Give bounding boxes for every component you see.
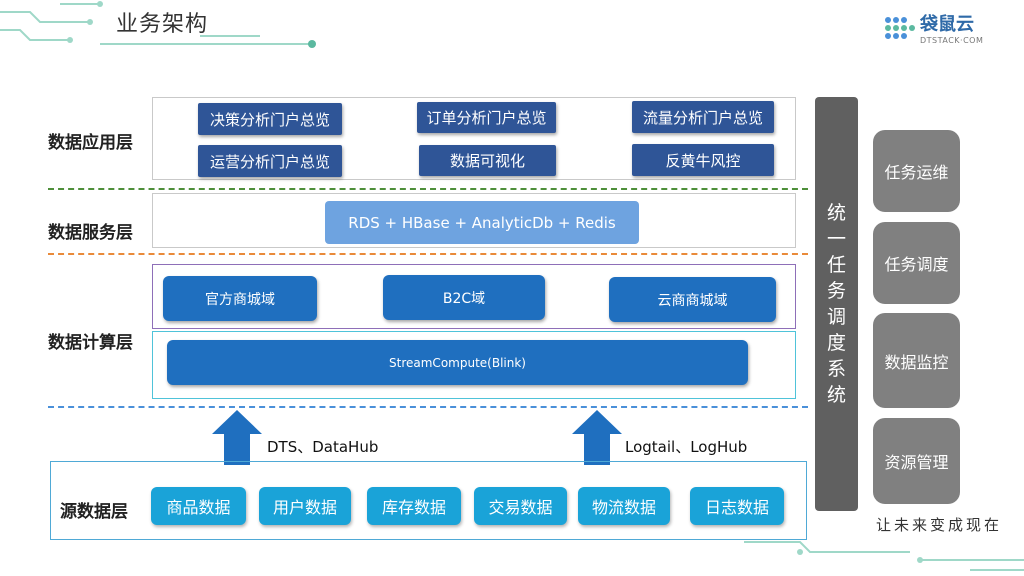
source-item-logistics[interactable]: 物流数据 bbox=[578, 487, 670, 525]
layer-label-service: 数据服务层 bbox=[48, 223, 133, 243]
header-decoration bbox=[0, 1, 316, 48]
compute-item-b2c[interactable]: B2C域 bbox=[383, 275, 545, 320]
app-item-order[interactable]: 订单分析门户总览 bbox=[417, 102, 556, 133]
slogan-text: 让未来变成现在 bbox=[876, 516, 1003, 534]
source-item-product[interactable]: 商品数据 bbox=[151, 487, 246, 525]
arrow-label-right: Logtail、LogHub bbox=[625, 438, 748, 456]
service-item-storage[interactable]: RDS + HBase + AnalyticDb + Redis bbox=[325, 201, 639, 244]
divider-app-service bbox=[48, 188, 808, 190]
app-item-operation[interactable]: 运营分析门户总览 bbox=[198, 145, 342, 177]
app-item-traffic[interactable]: 流量分析门户总览 bbox=[632, 101, 774, 133]
app-item-anti-scalper[interactable]: 反黄牛风控 bbox=[632, 144, 774, 176]
unified-scheduler-bar[interactable]: 统一任务调度系统 bbox=[815, 97, 858, 511]
source-item-inventory[interactable]: 库存数据 bbox=[367, 487, 461, 525]
arrow-label-left: DTS、DataHub bbox=[267, 438, 379, 456]
up-arrow-left-icon bbox=[212, 410, 262, 465]
stream-compute-frame bbox=[152, 331, 796, 399]
divider-compute-source bbox=[48, 406, 808, 408]
page-title: 业务架构 bbox=[116, 12, 209, 37]
source-item-logs[interactable]: 日志数据 bbox=[690, 487, 784, 525]
compute-domain-frame bbox=[152, 264, 796, 329]
source-layer-frame bbox=[50, 461, 807, 540]
scheduler-label: 统一任务调度系统 bbox=[826, 202, 846, 406]
up-arrow-right-icon bbox=[572, 410, 622, 465]
footer-decoration bbox=[744, 541, 1024, 571]
layer-label-app: 数据应用层 bbox=[48, 133, 133, 153]
source-item-transaction[interactable]: 交易数据 bbox=[474, 487, 567, 525]
side-item-task-scheduling[interactable]: 任务调度 bbox=[873, 222, 960, 304]
app-item-visualization[interactable]: 数据可视化 bbox=[419, 145, 556, 176]
brand-name: 袋鼠云 bbox=[920, 14, 974, 35]
app-item-decision[interactable]: 决策分析门户总览 bbox=[198, 103, 342, 135]
divider-service-compute bbox=[48, 253, 808, 255]
layer-label-compute: 数据计算层 bbox=[48, 333, 133, 353]
layer-label-source: 源数据层 bbox=[60, 502, 128, 522]
compute-item-official-mall[interactable]: 官方商城域 bbox=[163, 276, 317, 321]
brand-logo-icon bbox=[885, 17, 915, 39]
stream-compute-block[interactable]: StreamCompute(Blink) bbox=[167, 340, 748, 385]
brand-subtitle: DTSTACK·COM bbox=[920, 36, 984, 45]
compute-item-cloud-mall[interactable]: 云商商城域 bbox=[609, 277, 776, 322]
source-item-user[interactable]: 用户数据 bbox=[259, 487, 351, 525]
side-item-resource-mgmt[interactable]: 资源管理 bbox=[873, 418, 960, 504]
side-item-task-ops[interactable]: 任务运维 bbox=[873, 130, 960, 212]
side-item-data-monitoring[interactable]: 数据监控 bbox=[873, 313, 960, 408]
